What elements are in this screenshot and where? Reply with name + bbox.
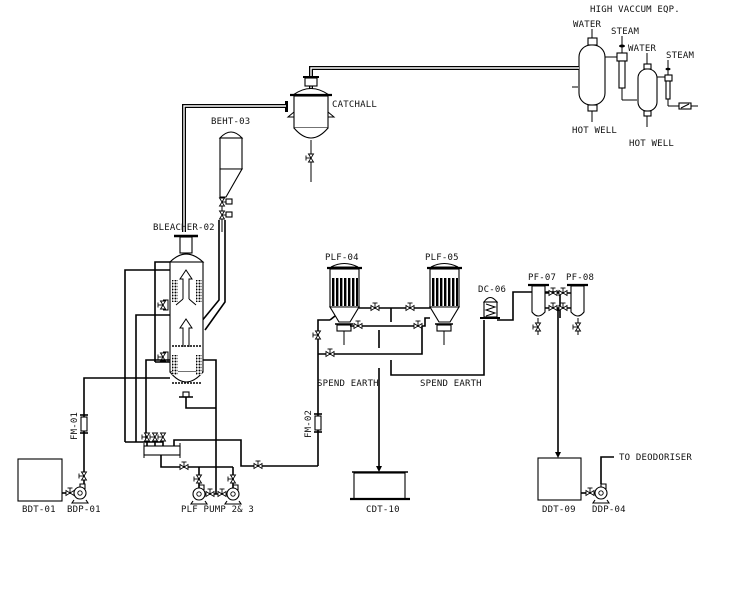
plf-05-filter: PLF-05 <box>425 253 462 345</box>
dc-06-label: DC-06 <box>478 285 506 295</box>
to-deodoriser-label: TO DEODORISER <box>619 453 692 463</box>
condenser-2-hot-well-label: HOT WELL <box>629 139 674 149</box>
fm-02-label: FM-02 <box>304 410 314 438</box>
plf-piping: SPEND EARTH SPEND EARTH <box>317 302 485 472</box>
plf-04-filter: PLF-04 <box>325 253 362 345</box>
condenser-1-hot-well-label: HOT WELL <box>572 126 617 136</box>
dc-06-cooler: DC-06 <box>478 285 561 321</box>
pf-07-filter: PF-07 <box>528 273 556 335</box>
beht-03-hopper: BEHT-03 <box>200 117 250 331</box>
fm-01-flowmeter: FM-01 <box>70 412 88 440</box>
condenser-1-water-label: WATER <box>573 20 601 30</box>
pf-piping <box>545 287 571 458</box>
plf-04-label: PLF-04 <box>325 253 359 263</box>
pf-08-label: PF-08 <box>566 273 594 283</box>
bdt-01-tank: BDT-01 <box>17 458 63 515</box>
ddp-04-pump: DDP-04 TO DEODORISER <box>581 453 692 515</box>
bleacher-piping <box>83 261 318 470</box>
fm-02-flowmeter: FM-02 <box>304 319 330 466</box>
barometric-condenser-1: WATER HOT WELL <box>572 20 617 136</box>
barometric-condenser-2: WATER HOT WELL <box>628 44 674 149</box>
plf-05-label: PLF-05 <box>425 253 459 263</box>
beht-03-label: BEHT-03 <box>211 117 250 127</box>
steam-ejector-1: STEAM <box>605 27 639 101</box>
spend-earth-label-2: SPEND EARTH <box>420 379 482 389</box>
ddt-09-label: DDT-09 <box>542 505 576 515</box>
catchall-vessel: CATCHALL <box>285 76 377 182</box>
ejector-2-steam-label: STEAM <box>666 51 694 61</box>
steam-ejector-2: STEAM <box>657 51 698 110</box>
spend-earth-label-1: SPEND EARTH <box>317 379 379 389</box>
pf-08-filter: PF-08 <box>566 273 594 335</box>
bleacher-02-label: BLEACHER-02 <box>153 223 215 233</box>
ddp-04-label: DDP-04 <box>592 505 626 515</box>
bleacher-02-vessel: BLEACHER-02 <box>153 223 215 398</box>
high-vacuum-equipment: HIGH VACCUM EQP. WATER HOT WELL STEAM WA… <box>572 5 698 149</box>
fm-01-label: FM-01 <box>70 412 80 440</box>
condenser-2-water-label: WATER <box>628 44 656 54</box>
plf-pumps-label: PLF PUMP 2& 3 <box>181 505 254 515</box>
ejector-1-steam-label: STEAM <box>611 27 639 37</box>
bdt-01-label: BDT-01 <box>22 505 56 515</box>
cdt-10-label: CDT-10 <box>366 505 400 515</box>
pf-07-label: PF-07 <box>528 273 556 283</box>
catchall-label: CATCHALL <box>332 100 377 110</box>
bdp-01-label: BDP-01 <box>67 505 101 515</box>
high-vacuum-label: HIGH VACCUM EQP. <box>590 5 680 15</box>
cdt-10-tank: CDT-10 <box>350 471 410 515</box>
plf-pumps-2-3: PLF PUMP 2& 3 <box>181 462 254 515</box>
ddt-09-tank: DDT-09 <box>537 457 582 515</box>
